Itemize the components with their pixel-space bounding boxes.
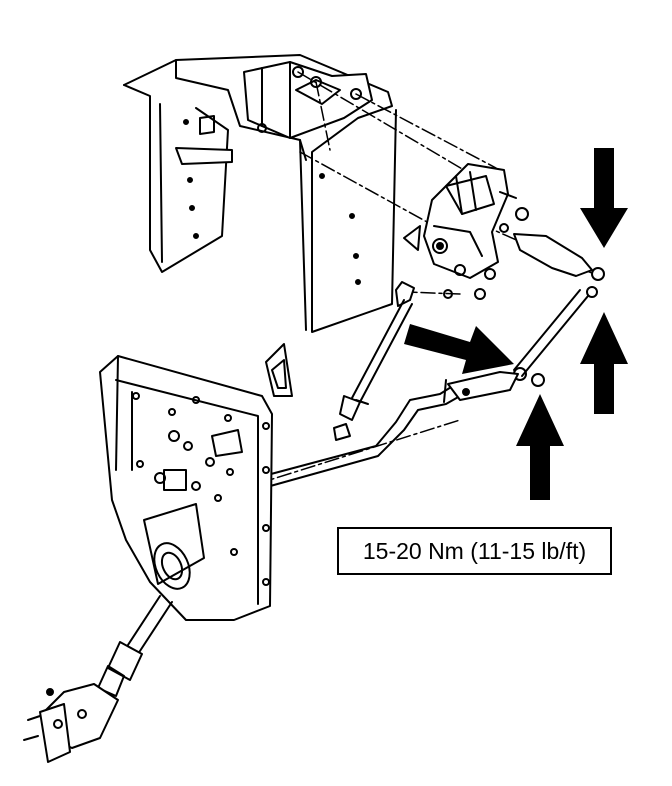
steering-column: [23, 595, 173, 763]
upper-bracket-panel: [123, 54, 397, 333]
torque-arrows: [404, 148, 628, 500]
triangle-bracket: [265, 343, 293, 397]
torque-spec-callout: 15-20 Nm (11-15 lb/ft): [337, 527, 612, 575]
shifter-assembly: [403, 163, 529, 300]
arrow-top-right: [580, 148, 628, 248]
transverse-rod: [255, 371, 519, 491]
mounting-block: [243, 61, 373, 139]
arrow-diagonal: [404, 324, 514, 374]
lever-arm: [513, 233, 605, 298]
lower-panel: [99, 355, 273, 621]
link-rod: [513, 289, 589, 387]
arrow-bottom-right: [580, 312, 628, 414]
arrow-lower: [516, 394, 564, 500]
shift-shaft: [333, 281, 415, 441]
